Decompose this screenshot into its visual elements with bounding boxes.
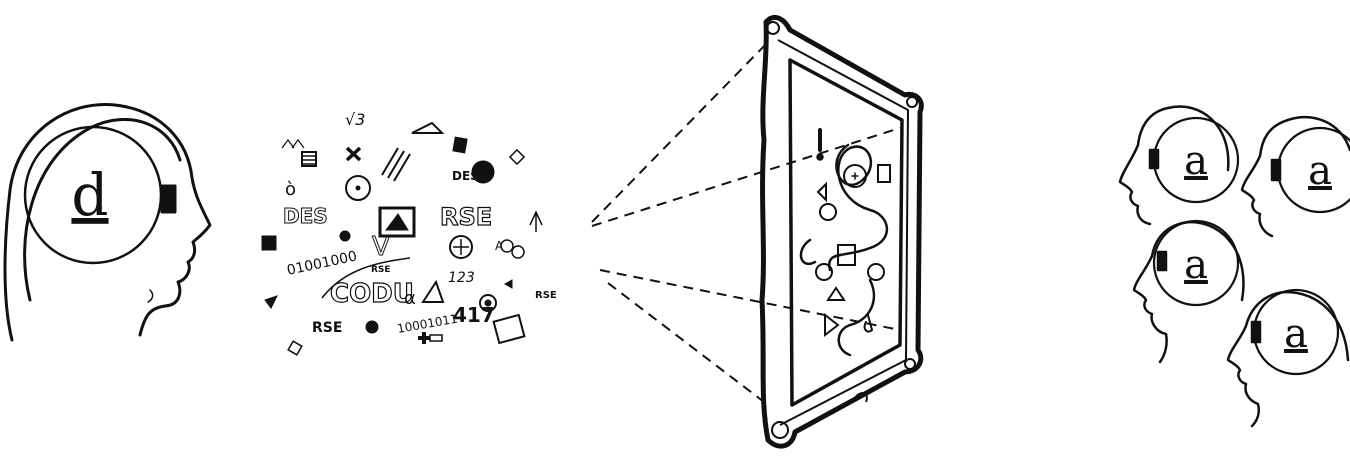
designer-eye-shade bbox=[162, 186, 175, 212]
designer-letter: d bbox=[71, 161, 108, 229]
frame-artwork bbox=[801, 130, 890, 355]
audience-head-2 bbox=[1242, 117, 1350, 236]
symbol-rse-small: RSE bbox=[312, 320, 342, 336]
audience-letter-2: a bbox=[1308, 148, 1332, 194]
symbol-binary-2: 10001011 bbox=[396, 312, 459, 336]
triangle-outline bbox=[423, 282, 443, 302]
symbol-cloud: √3 DES RSE 01001000 CODU 417 123 1000101… bbox=[262, 110, 557, 355]
trapezoid-shape bbox=[412, 123, 442, 133]
audience-letter-3: a bbox=[1184, 242, 1208, 288]
cross-mark bbox=[347, 148, 360, 160]
ornate-frame bbox=[762, 17, 921, 446]
symbol-codu: CODU bbox=[330, 279, 414, 309]
symbol-binary-1: 01001000 bbox=[286, 248, 359, 278]
frame-outer bbox=[762, 17, 921, 446]
svg-text:V: V bbox=[372, 232, 390, 262]
symbol-des: DES bbox=[283, 204, 328, 228]
audience-head-1 bbox=[1120, 107, 1238, 224]
symbol-sqrt3: √3 bbox=[345, 110, 365, 129]
symbol-o-accent: ò bbox=[285, 179, 296, 200]
symbol-123: 123 bbox=[448, 270, 475, 286]
audience-letter-4: a bbox=[1284, 311, 1308, 357]
svg-text:RSE: RSE bbox=[535, 290, 557, 301]
symbol-rse-tiny: RSE bbox=[371, 265, 391, 275]
audience-letter-1: a bbox=[1184, 138, 1208, 184]
scribble-ball bbox=[472, 161, 494, 183]
symbol-417: 417 bbox=[453, 303, 495, 327]
stripes-shape bbox=[382, 148, 410, 181]
symbol-rse: RSE bbox=[440, 203, 492, 231]
symbol-alpha: α bbox=[404, 288, 416, 309]
